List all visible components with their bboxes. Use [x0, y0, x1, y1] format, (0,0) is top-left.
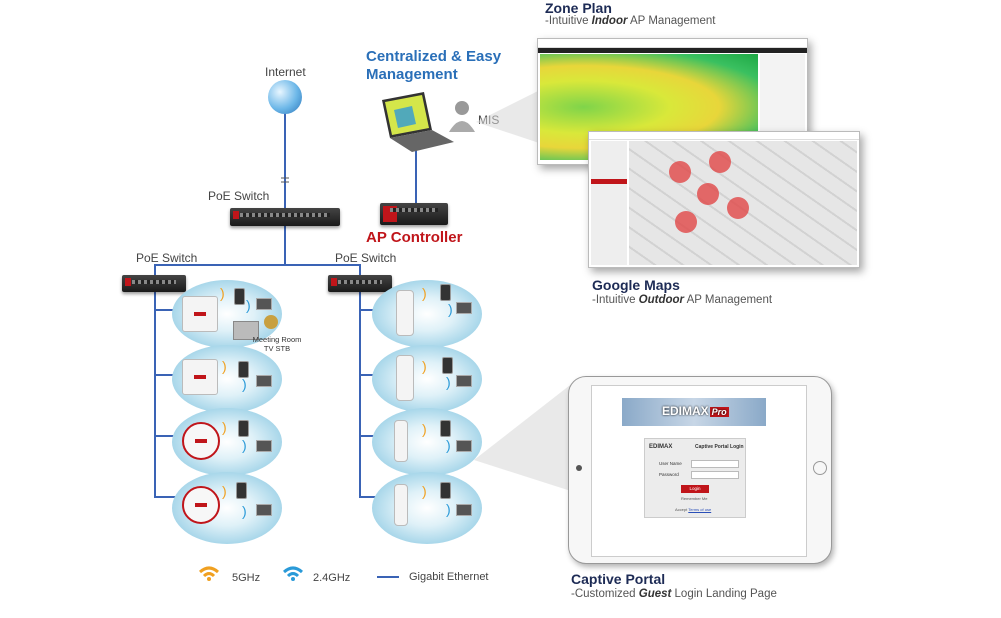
- admin-user-icon: [449, 100, 475, 132]
- portal-login-title: Captive Portal Login: [695, 444, 744, 450]
- ap-controller-label: AP Controller: [366, 229, 463, 246]
- laptop-small-icon: [456, 504, 472, 516]
- wifi-5ghz-icon: [199, 566, 219, 581]
- camera-icon: [576, 465, 582, 471]
- laptop-small-icon: [456, 375, 472, 387]
- ceiling-ap-icon: [182, 422, 220, 460]
- management-title-2: Management: [366, 66, 458, 83]
- home-button[interactable]: [813, 461, 827, 475]
- username-label: User Name: [659, 461, 682, 466]
- phone-icon: [440, 482, 451, 499]
- meeting-room-line1: Meeting Room: [252, 335, 302, 344]
- portal-brand: EDIMAX: [662, 404, 709, 418]
- outdoor-ap-icon: [396, 290, 414, 336]
- legend-5ghz-label: 5GHz: [232, 572, 261, 584]
- phone-icon: [238, 420, 249, 437]
- google-maps-title: Google Maps: [592, 277, 680, 293]
- wifi-24ghz-icon: [283, 566, 303, 581]
- google-maps-screenshot: [588, 131, 860, 268]
- phone-icon: [238, 361, 249, 378]
- ap-controller-device: [380, 203, 448, 225]
- ethernet-line-swatch: [377, 576, 399, 578]
- coverage-cell: )): [372, 472, 482, 544]
- coverage-cell: )): [172, 408, 282, 476]
- laptop-small-icon: [256, 375, 272, 387]
- phone-icon: [234, 288, 245, 305]
- phone-icon: [236, 482, 247, 499]
- captive-portal-title: Captive Portal: [571, 571, 666, 587]
- right-switch-label: PoE Switch: [335, 251, 397, 265]
- tv-icon: [233, 321, 259, 340]
- globe-icon: [268, 80, 302, 114]
- management-title-1: Centralized & Easy: [366, 48, 502, 65]
- meeting-room-label: Meeting Room TV STB: [250, 335, 304, 353]
- meeting-user-icon: [264, 315, 278, 329]
- right-poe-switch: [328, 275, 392, 292]
- remember-me-label[interactable]: Remember Me: [681, 496, 708, 501]
- captive-portal-subtitle: -Customized Guest Login Landing Page: [571, 588, 777, 600]
- map-panel: [629, 141, 857, 265]
- accept-terms[interactable]: Accept Terms of use: [675, 507, 712, 512]
- laptop-small-icon: [456, 302, 472, 314]
- legend-24ghz-label: 2.4GHz: [313, 572, 351, 584]
- coverage-cell: )): [172, 280, 282, 348]
- access-point-icon: [182, 359, 218, 395]
- maps-sidebar: [591, 141, 627, 265]
- coverage-cell: )): [172, 472, 282, 544]
- terms-link[interactable]: Terms of use: [688, 507, 712, 512]
- core-poe-switch: [230, 208, 340, 226]
- access-point-icon: [182, 296, 218, 332]
- phone-icon: [440, 420, 451, 437]
- core-switch-label: PoE Switch: [208, 189, 270, 203]
- laptop-icon: [376, 90, 454, 152]
- outdoor-ap-icon: [396, 355, 414, 401]
- zone-plan-subtitle: -Intuitive Indoor AP Management: [545, 15, 716, 27]
- laptop-small-icon: [456, 440, 472, 452]
- portal-login-box: EDIMAX Captive Portal Login User Name Pa…: [644, 438, 746, 518]
- username-input[interactable]: [691, 460, 739, 468]
- coverage-cell: )): [372, 280, 482, 348]
- zone-plan-title: Zone Plan: [545, 0, 612, 16]
- laptop-small-icon: [256, 504, 272, 516]
- coverage-cell: )): [372, 345, 482, 413]
- login-button[interactable]: Login: [681, 485, 709, 493]
- legend-ethernet-label: Gigabit Ethernet: [409, 571, 489, 583]
- left-poe-switch: [122, 275, 186, 292]
- ceiling-ap-icon: [182, 486, 220, 524]
- left-switch-label: PoE Switch: [136, 251, 198, 265]
- internet-label: Internet: [265, 65, 306, 79]
- phone-icon: [440, 284, 451, 301]
- google-maps-subtitle: -Intuitive Outdoor AP Management: [592, 294, 773, 306]
- outdoor-ap-icon: [394, 484, 408, 526]
- phone-icon: [442, 357, 453, 374]
- password-input[interactable]: [691, 471, 739, 479]
- coverage-cell: )): [172, 345, 282, 413]
- outdoor-ap-icon: [394, 420, 408, 462]
- portal-brand-pro: Pro: [709, 407, 729, 417]
- password-label: Password: [659, 472, 679, 477]
- projection-beam-bottom: [474, 382, 574, 492]
- meeting-room-line2: TV STB: [263, 344, 291, 353]
- laptop-small-icon: [256, 440, 272, 452]
- laptop-small-icon: [256, 298, 272, 310]
- portal-login-brand: EDIMAX: [649, 444, 673, 450]
- coverage-cell: )): [372, 408, 482, 476]
